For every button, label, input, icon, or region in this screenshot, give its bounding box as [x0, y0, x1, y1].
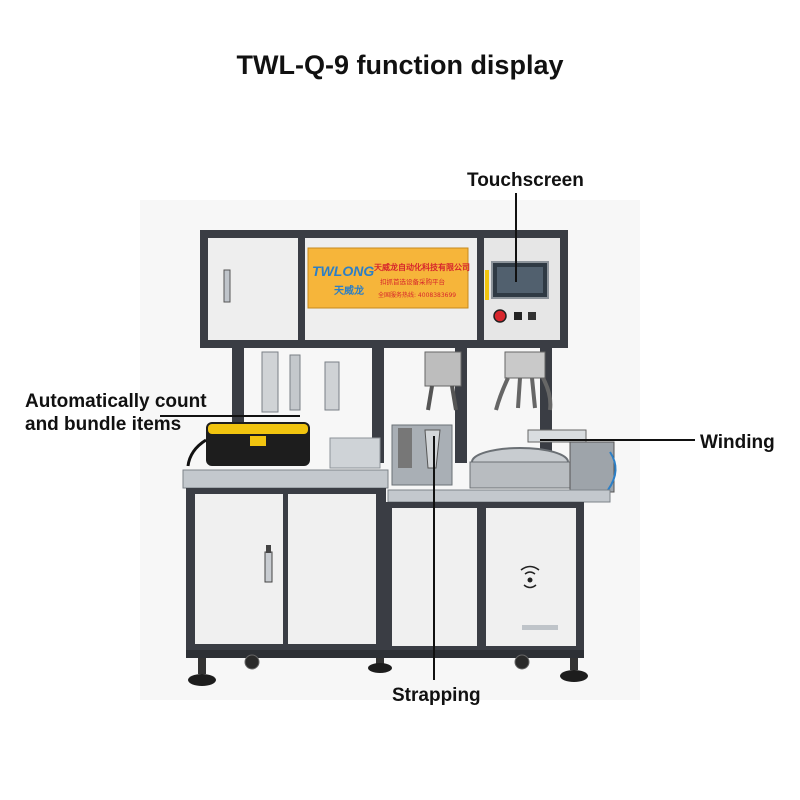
winding-gripper-claws [494, 377, 553, 411]
touchscreen-callout: Touchscreen [467, 170, 584, 191]
caster-wheel [514, 654, 530, 670]
frame-post [372, 348, 384, 463]
cylinder [261, 351, 279, 413]
gripper-fingers [426, 385, 458, 411]
foot-stem [570, 658, 578, 670]
strapping-clamp [424, 429, 441, 469]
winding-motor-housing [569, 441, 615, 493]
emergency-stop-icon [493, 309, 507, 323]
touchscreen-display [497, 267, 543, 293]
slogan-cn: 扣抓首选设备采购平台 [380, 277, 445, 286]
hotline-cn: 全国服务热线: 4008383699 [378, 291, 456, 299]
caster-wheel [244, 654, 260, 670]
control-button [528, 312, 536, 320]
winding-callout: Winding [700, 432, 775, 453]
foot-stem [376, 658, 384, 666]
indicator-strip [485, 270, 489, 300]
figure-title: TWL-Q-9 function display [236, 50, 564, 80]
brand-logo-cn: 天威龙 [334, 284, 364, 297]
wireless-icon [520, 565, 540, 589]
winding-gripper-head [504, 351, 546, 379]
sheet-tray [329, 437, 381, 469]
upper-left-door [208, 238, 298, 340]
leveling-foot [368, 663, 392, 673]
leveling-foot [560, 670, 588, 682]
strapping-arm [398, 428, 412, 468]
gripper-head [424, 351, 462, 387]
company-name-cn: 天威龙自动化科技有限公司 [374, 262, 470, 272]
air-hose [607, 451, 617, 491]
count-bundle-line-2: and bundle items [25, 414, 182, 435]
count-bundle-line-1: Automatically count [25, 391, 207, 412]
cabinet-door [486, 508, 576, 646]
vent-slot [522, 625, 558, 630]
winding-base [469, 461, 571, 489]
door-handle [223, 269, 231, 303]
leveling-foot [188, 674, 216, 686]
cabinet-door [288, 494, 376, 644]
control-button [514, 312, 522, 320]
cylinder [324, 361, 340, 411]
foot-stem [198, 658, 206, 674]
base-rail [186, 650, 584, 658]
tray-latch [250, 436, 266, 446]
strapping-callout: Strapping [392, 685, 481, 706]
right-table-top [387, 489, 611, 503]
brand-label-plate [307, 247, 469, 309]
cylinder [289, 354, 301, 411]
door-handle [264, 551, 273, 583]
brand-logo: TWLONG [312, 263, 374, 279]
count-bundle-callout: Automatically count and bundle items [25, 390, 207, 436]
cable [186, 438, 207, 467]
bundle-tray-lid [208, 424, 308, 434]
lock [266, 545, 271, 553]
left-table-top [182, 469, 389, 489]
